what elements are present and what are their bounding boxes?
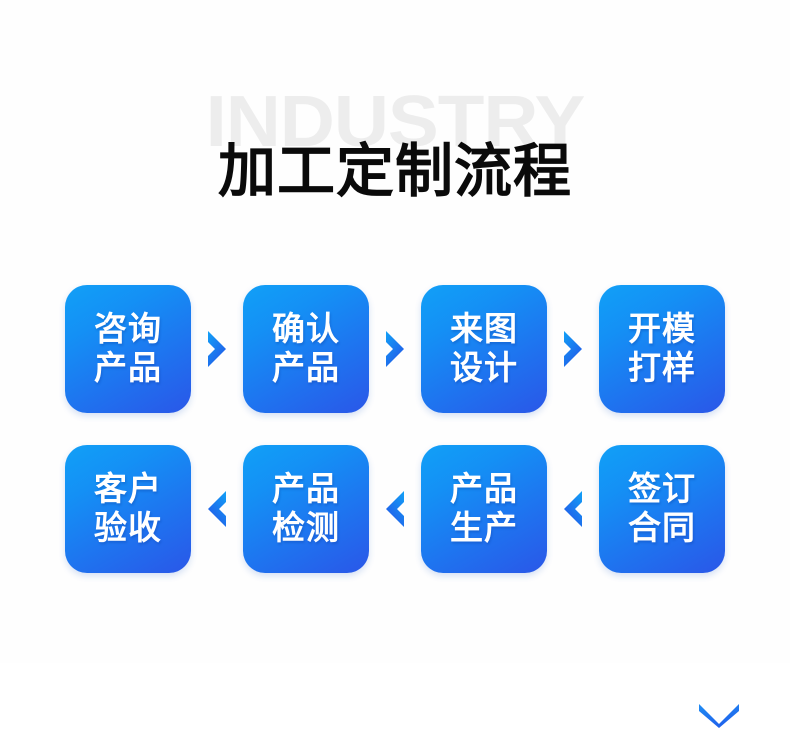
- step-label-line2: 检测: [272, 509, 340, 546]
- flow-row-2: 客户 验收 产品 检测: [65, 445, 725, 573]
- flow-diagram: 咨询 产品 确认 产品: [0, 285, 790, 728]
- step-label-line1: 来图: [450, 310, 518, 348]
- step-box-product-inspection[interactable]: 产品 检测: [243, 445, 369, 573]
- step-box-customer-acceptance[interactable]: 客户 验收: [65, 445, 191, 573]
- step-box-product-production[interactable]: 产品 生产: [421, 445, 547, 573]
- step-box-mold-sample[interactable]: 开模 打样: [599, 285, 725, 413]
- step-box-sign-contract[interactable]: 签订 合同: [599, 445, 725, 573]
- step-label-line2: 打样: [628, 349, 696, 386]
- step-label-line1: 签订: [628, 470, 696, 508]
- chevron-down-icon: [686, 698, 752, 732]
- page-title: 加工定制流程: [217, 139, 572, 204]
- step-label-line2: 生产: [450, 509, 518, 546]
- step-box-consult-product[interactable]: 咨询 产品: [65, 285, 191, 413]
- step-label-line2: 产品: [94, 349, 162, 386]
- step-label-line1: 开模: [628, 310, 696, 348]
- step-box-confirm-product[interactable]: 确认 产品: [243, 285, 369, 413]
- step-box-drawing-design[interactable]: 来图 设计: [421, 285, 547, 413]
- chevron-left-icon: [547, 483, 599, 535]
- flow-row-1: 咨询 产品 确认 产品: [65, 285, 725, 413]
- step-label-line2: 合同: [628, 509, 696, 546]
- chevron-right-icon: [547, 323, 599, 375]
- chevron-left-icon: [191, 483, 243, 535]
- step-label-line1: 产品: [272, 470, 340, 508]
- step-label-line2: 产品: [272, 349, 340, 386]
- step-label-line2: 设计: [450, 349, 518, 386]
- step-label-line1: 确认: [272, 310, 340, 348]
- step-label-line2: 验收: [94, 509, 162, 546]
- header: INDUSTRY 加工定制流程: [0, 0, 790, 255]
- step-label-line1: 咨询: [94, 310, 162, 348]
- watermark-text: INDUSTRY: [205, 82, 586, 162]
- chevron-left-icon: [369, 483, 421, 535]
- step-label-line1: 产品: [450, 470, 518, 508]
- chevron-right-icon: [369, 323, 421, 375]
- step-label-line1: 客户: [94, 470, 162, 508]
- chevron-right-icon: [191, 323, 243, 375]
